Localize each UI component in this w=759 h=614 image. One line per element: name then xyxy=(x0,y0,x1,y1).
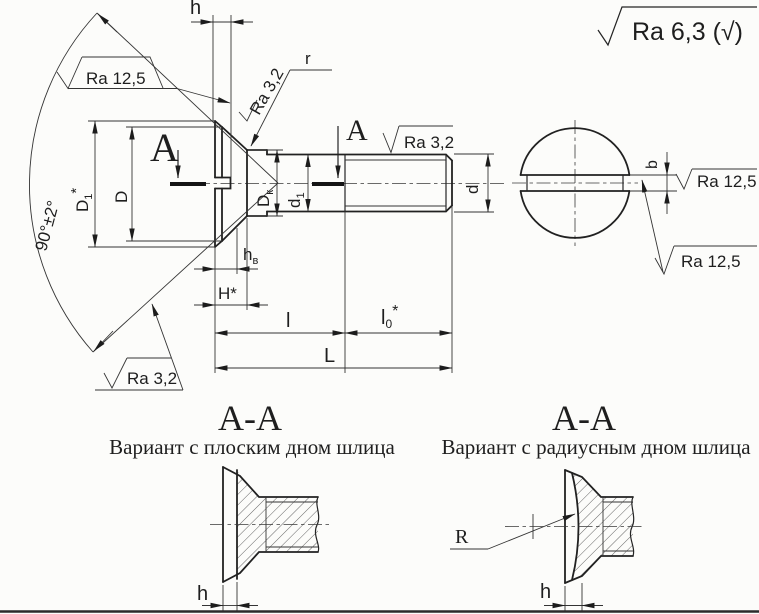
dimension-D: D xyxy=(112,126,222,242)
ra125-label: Ra 12,5 xyxy=(681,252,741,271)
surface-finish-ra32-thread: Ra 3,2 xyxy=(382,125,454,154)
dimension-h-radius: h xyxy=(540,581,603,611)
ra32-rotated-label: Ra 3,2 xyxy=(246,65,288,118)
thread-root-lines xyxy=(345,159,446,207)
dimension-cone-angle: 90°±2° xyxy=(29,12,279,353)
head-outline xyxy=(214,120,268,248)
dimension-l: l xyxy=(214,205,453,373)
dimension-h-flat: h xyxy=(197,582,258,611)
D1-label: D xyxy=(73,200,92,212)
section-subtitle: Вариант с радиусным дном шлица xyxy=(441,435,751,459)
R-label: R xyxy=(455,526,469,548)
section-letter-left: A xyxy=(150,125,179,170)
general-roughness-label: Ra 6,3 (√) xyxy=(632,18,743,46)
roughness-check-icon xyxy=(56,56,83,90)
dimension-d1: d1 xyxy=(285,153,311,213)
end-view: b Ra 12,5 Ra 12,5 xyxy=(512,120,757,276)
r-label: r xyxy=(305,49,311,68)
svg-text:Dк: Dк xyxy=(254,190,276,207)
h-label: h xyxy=(197,583,208,605)
slot-edges xyxy=(519,174,631,192)
section-hatching xyxy=(572,473,633,580)
dimension-D1: D1* xyxy=(68,120,215,248)
head-circle-top xyxy=(519,127,631,176)
ra125-label: Ra 12,5 xyxy=(86,69,146,88)
ra125-label: Ra 12,5 xyxy=(697,172,757,191)
svg-text:hв: hв xyxy=(243,245,258,267)
roughness-check-icon xyxy=(675,168,693,191)
d-label: d xyxy=(463,185,482,194)
section-title: A-A xyxy=(218,398,282,438)
surface-finish-ra125-head: Ra 12,5 xyxy=(56,56,231,104)
dimension-R: R xyxy=(450,513,576,550)
H-label: H* xyxy=(218,284,237,303)
surface-finish-ra125-slot-sides: Ra 12,5 xyxy=(675,168,757,191)
ra32-label: Ra 3,2 xyxy=(127,369,177,388)
end-view-centerlines xyxy=(512,120,638,246)
dimension-d: d xyxy=(454,153,494,213)
svg-text:d1: d1 xyxy=(285,192,307,208)
section-subtitle: Вариант с плоским дном шлица xyxy=(109,435,395,459)
break-line xyxy=(629,496,635,557)
roughness-check-icon xyxy=(597,6,757,47)
main-view: A A 90°±2° Ra 12,5 r xyxy=(29,0,505,391)
section-title: A-A xyxy=(552,398,616,438)
roughness-check-icon xyxy=(654,245,675,276)
dimension-l0: l0* xyxy=(344,303,453,336)
surface-finish-ra32-cone: Ra 3,2 xyxy=(95,303,184,391)
radius-slot-bottom-arc xyxy=(571,472,580,581)
slot-end-lines xyxy=(526,175,624,191)
dimension-b: b xyxy=(630,152,677,214)
break-line xyxy=(314,496,320,553)
dimension-hv: hв xyxy=(194,228,258,274)
dimension-h-top: h xyxy=(190,0,253,177)
l0-label: l xyxy=(381,307,385,329)
svg-text:D1*: D1* xyxy=(68,188,95,212)
roughness-check-icon xyxy=(238,99,258,122)
section-view-radius: A-A Вариант с радиусным дном шлица R h xyxy=(441,398,751,611)
section-view-flat: A-A Вариант с плоским дном шлица h xyxy=(109,398,396,611)
general-roughness-note: Ra 6,3 (√) xyxy=(597,6,757,47)
D-label: D xyxy=(112,191,131,203)
l-label: l xyxy=(286,310,290,332)
roughness-check-icon xyxy=(103,357,128,389)
section-letter-right: A xyxy=(346,114,368,147)
L-label: L xyxy=(324,345,335,367)
dimension-Dk: Dк xyxy=(248,149,283,217)
dimension-H: H* xyxy=(194,218,268,310)
angle-arc xyxy=(29,12,98,353)
Dk-label: D xyxy=(254,195,273,207)
svg-text:l0*: l0* xyxy=(381,303,398,331)
slot-profile xyxy=(214,176,232,190)
section-mark-a-left: A xyxy=(150,125,206,186)
b-label: b xyxy=(644,160,661,169)
dimension-L: L xyxy=(214,345,453,371)
hv-label: h xyxy=(243,245,252,264)
section-mark-a-right: A xyxy=(312,114,368,186)
shank-thread-outline xyxy=(266,153,453,213)
d1-label: d xyxy=(285,199,304,208)
ra32-label: Ra 3,2 xyxy=(404,133,454,152)
angle-label: 90°±2° xyxy=(32,199,64,253)
surface-finish-ra125-slot-bottom: Ra 12,5 xyxy=(641,179,757,276)
roughness-check-icon xyxy=(382,125,400,154)
head-circle-bottom xyxy=(519,190,631,239)
h-label: h xyxy=(190,0,201,19)
h-label: h xyxy=(540,581,551,603)
fillet-r-callout: r Ra 3,2 xyxy=(238,49,332,147)
